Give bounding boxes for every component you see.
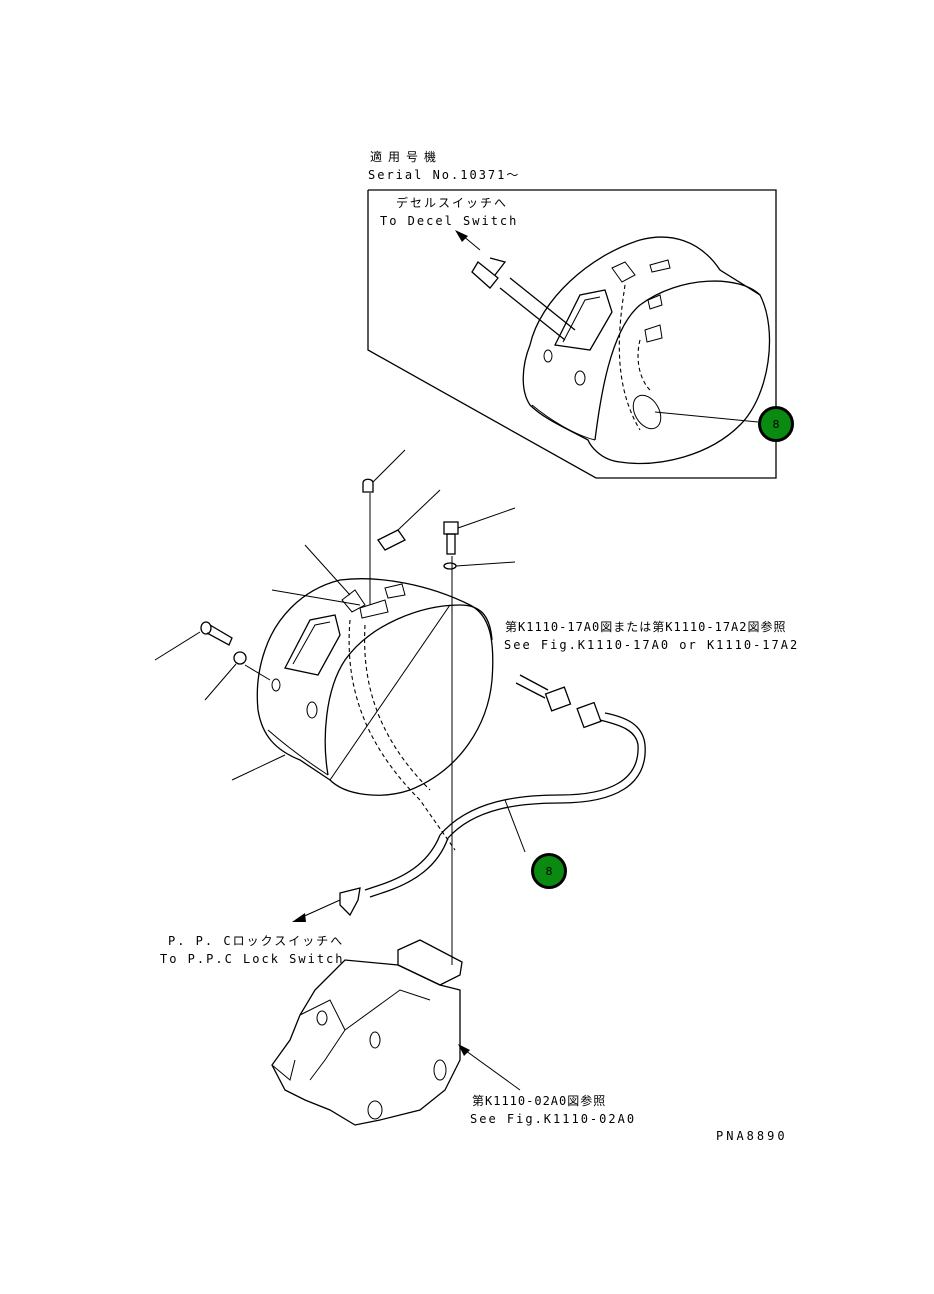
ppc-label-jp: P. P. Cロックスイッチへ bbox=[168, 934, 345, 948]
inset-title-jp: 適用号機 bbox=[370, 150, 443, 164]
drawing-number: PNA8890 bbox=[716, 1129, 788, 1143]
ref-k1110-17-jp: 第K1110-17A0図または第K1110-17A2図参照 bbox=[505, 620, 787, 634]
decel-label-jp: デセルスイッチへ bbox=[396, 196, 509, 210]
main-console bbox=[154, 449, 516, 965]
ppc-label-en: To P.P.C Lock Switch bbox=[160, 952, 345, 966]
main-part-callout: 8 bbox=[531, 853, 567, 889]
inset-title-en: Serial No.10371〜 bbox=[368, 168, 521, 182]
inset-frame bbox=[367, 189, 777, 479]
decel-label-en: To Decel Switch bbox=[380, 214, 519, 228]
ref-k1110-02-jp: 第K1110-02A0図参照 bbox=[472, 1094, 607, 1108]
ref-k1110-17-en: See Fig.K1110-17A0 or K1110-17A2 bbox=[504, 638, 800, 652]
inset-console bbox=[455, 230, 771, 465]
inset-part-callout: 8 bbox=[758, 406, 794, 442]
ref-k1110-02-en: See Fig.K1110-02A0 bbox=[470, 1112, 637, 1126]
wiring-harness bbox=[292, 674, 646, 922]
mounting-bracket bbox=[271, 939, 521, 1126]
